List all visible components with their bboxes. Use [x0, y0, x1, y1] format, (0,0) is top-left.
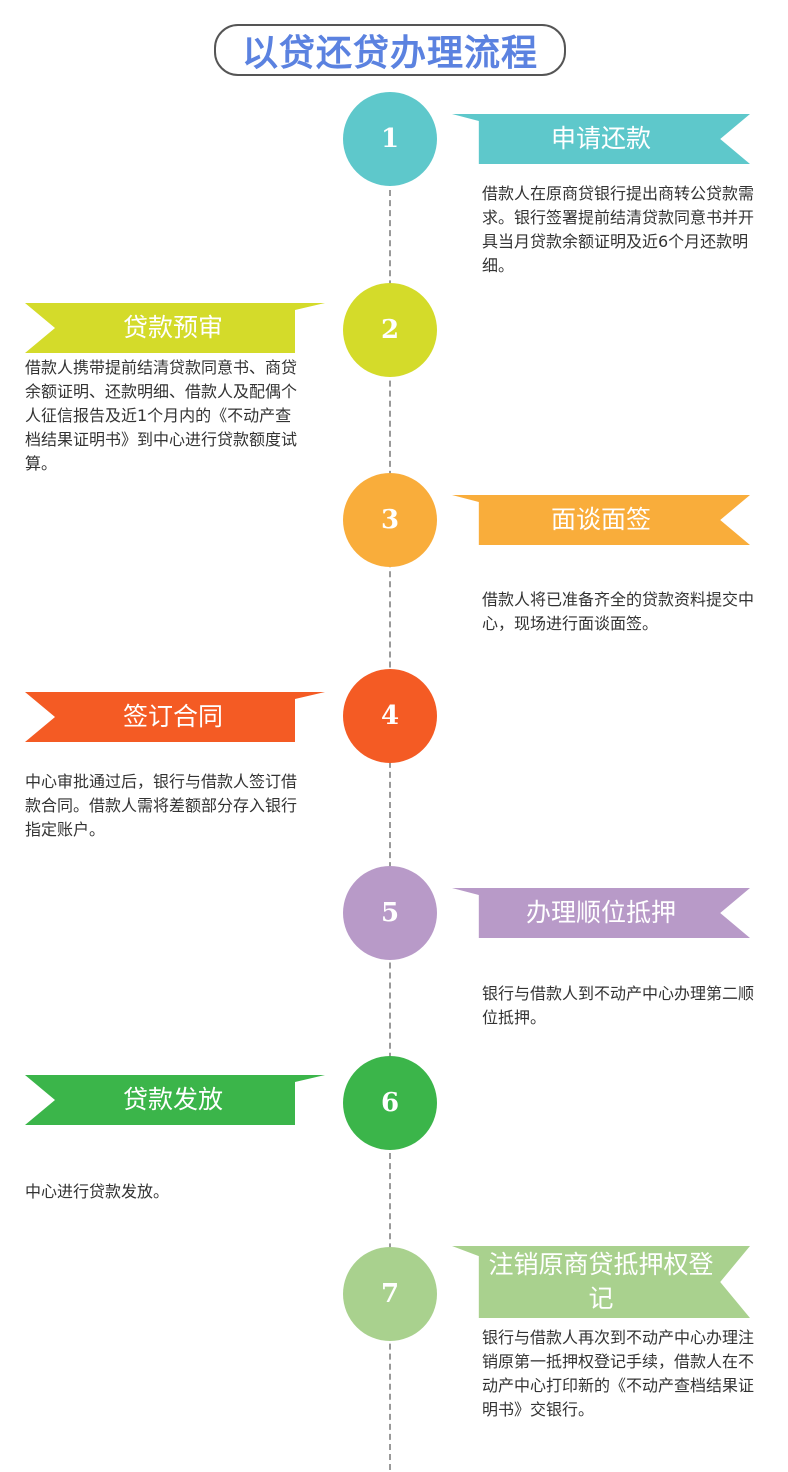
step-3-title: 面谈面签: [550, 505, 651, 534]
step-4-title: 签订合同: [122, 702, 223, 731]
step-6-banner: 贷款发放: [25, 1075, 325, 1125]
step-6-title: 贷款发放: [122, 1085, 223, 1114]
step-3-description: 借款人将已准备齐全的贷款资料提交中心，现场进行面谈面签。: [482, 590, 755, 633]
step-5-number: 5: [380, 898, 400, 928]
timeline-line: [389, 170, 391, 1470]
step-5-circle: 5: [343, 866, 437, 960]
step-4-number: 4: [380, 701, 400, 731]
step-3-circle: 3: [343, 473, 437, 567]
step-2-title: 贷款预审: [122, 313, 223, 342]
step-7-description: 银行与借款人再次到不动产中心办理注销原第一抵押权登记手续，借款人在不动产中心打印…: [482, 1328, 755, 1419]
step-3-banner: 面谈面签: [452, 495, 750, 545]
step-6-number: 6: [380, 1088, 400, 1118]
step-4-description: 中心审批通过后，银行与借款人签订借款合同。借款人需将差额部分存入银行指定账户。: [25, 772, 298, 839]
step-1-title: 申请还款: [550, 124, 651, 153]
step-1-number: 1: [380, 124, 400, 154]
step-5-banner: 办理顺位抵押: [452, 888, 750, 938]
step-2-circle: 2: [343, 283, 437, 377]
step-2-number: 2: [380, 315, 400, 345]
page-title: 以贷还贷办理流程: [241, 33, 538, 74]
title-box: 以贷还贷办理流程: [214, 24, 566, 76]
step-1-description: 借款人在原商贷银行提出商转公贷款需求。银行签署提前结清贷款同意书并开具当月贷款余…: [482, 184, 755, 275]
step-7-title: 注销原商贷抵押权登记: [488, 1250, 714, 1313]
step-7-number: 7: [380, 1279, 400, 1309]
step-2-banner: 贷款预审: [25, 303, 325, 353]
step-4-banner: 签订合同: [25, 692, 325, 742]
step-2-description: 借款人携带提前结清贷款同意书、商贷余额证明、还款明细、借款人及配偶个人征信报告及…: [25, 358, 298, 473]
step-7-banner: 注销原商贷抵押权登记: [452, 1246, 750, 1318]
step-5-title: 办理顺位抵押: [525, 898, 676, 927]
step-3-number: 3: [380, 505, 400, 535]
step-6-circle: 6: [343, 1056, 437, 1150]
step-1-banner: 申请还款: [452, 114, 750, 164]
step-4-circle: 4: [343, 669, 437, 763]
step-7-circle: 7: [343, 1247, 437, 1341]
step-5-description: 银行与借款人到不动产中心办理第二顺位抵押。: [482, 984, 755, 1027]
step-1-circle: 1: [343, 92, 437, 186]
step-6-description: 中心进行贷款发放。: [25, 1182, 170, 1201]
